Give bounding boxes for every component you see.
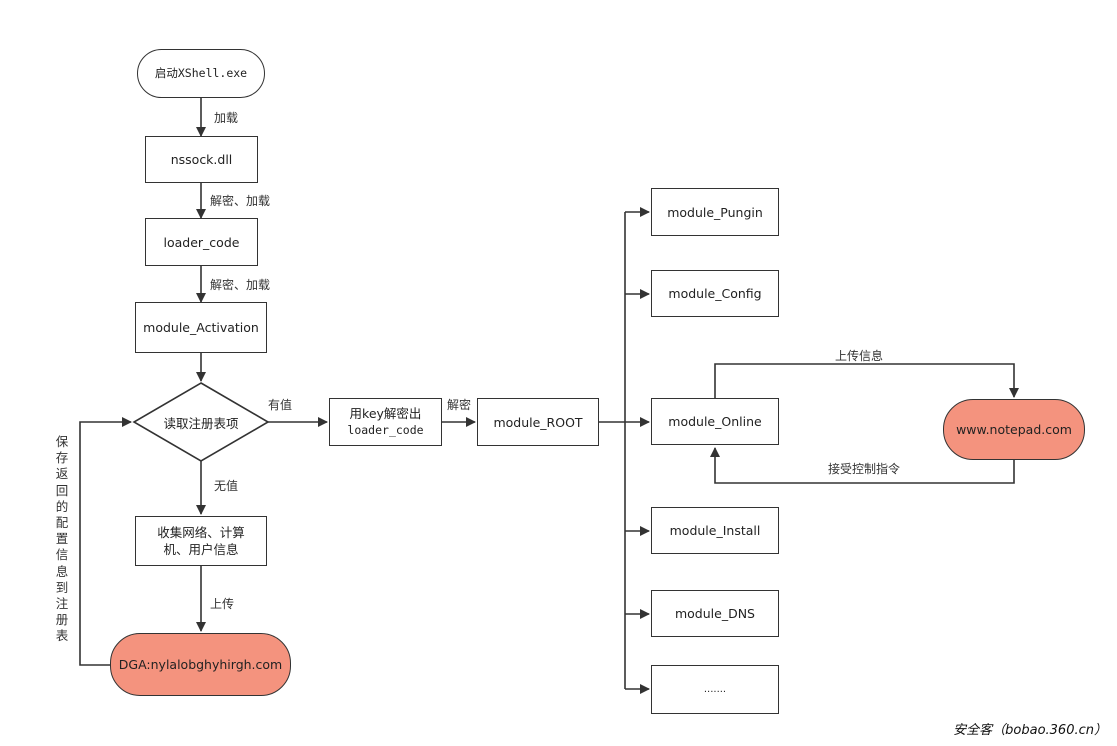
nssock-node: nssock.dll: [145, 136, 258, 183]
edge-label-decrypt-load-2: 解密、加载: [210, 278, 271, 292]
dga-label: DGA:nylalobghyhirgh.com: [118, 657, 283, 672]
decision-diamond: [132, 382, 270, 462]
loader-label: loader_code: [163, 234, 240, 250]
root-node: module_ROOT: [477, 398, 599, 446]
root-label: module_ROOT: [493, 414, 583, 430]
loader-node: loader_code: [145, 218, 258, 266]
edge-label-has-value: 有值: [268, 398, 293, 412]
arrow-notepad-to-online: [710, 447, 1015, 484]
notepad-node: www.notepad.com: [943, 399, 1085, 460]
decrypt-key-node: 用key解密出 loader_code: [329, 398, 442, 446]
install-label: module_Install: [669, 523, 761, 538]
install-node: module_Install: [651, 507, 779, 554]
watermark-text: 安全客（bobao.360.cn）: [953, 723, 1107, 738]
pungin-node: module_Pungin: [651, 188, 779, 236]
decrypt-key-label-line1: 用key解密出: [349, 406, 422, 421]
arrow-online-to-notepad: [714, 363, 1019, 398]
edge-label-upload: 上传: [210, 597, 235, 611]
collect-node: 收集网络、计算 机、用户信息: [135, 516, 267, 566]
dns-label: module_DNS: [674, 606, 755, 621]
edge-label-load: 加载: [214, 111, 239, 125]
edge-label-receive-cmd: 接受控制指令: [828, 462, 901, 476]
read-registry-label: 读取注册表项: [163, 415, 239, 431]
edge-label-decrypt-load-1: 解密、加载: [210, 194, 271, 208]
decrypt-key-label-line2: loader_code: [347, 423, 424, 437]
collect-label-line1: 收集网络、计算: [157, 525, 245, 540]
edge-label-decrypt: 解密: [447, 398, 472, 412]
start-label: 启动XShell.exe: [154, 66, 248, 80]
dns-node: module_DNS: [651, 590, 779, 637]
online-label: module_Online: [668, 414, 762, 429]
more-node: .......: [651, 665, 779, 714]
notepad-label: www.notepad.com: [956, 422, 1072, 437]
collect-label-line2: 机、用户信息: [163, 542, 239, 557]
edge-label-no-value: 无值: [214, 479, 239, 493]
dga-node: DGA:nylalobghyhirgh.com: [110, 633, 291, 696]
nssock-label: nssock.dll: [170, 152, 233, 167]
start-node: 启动XShell.exe: [137, 49, 265, 98]
config-label: module_Config: [668, 286, 762, 301]
activation-node: module_Activation: [135, 302, 267, 353]
edge-label-upload-info: 上传信息: [835, 349, 884, 363]
online-node: module_Online: [651, 398, 779, 445]
pungin-label: module_Pungin: [667, 204, 763, 220]
more-label: .......: [703, 684, 727, 695]
config-node: module_Config: [651, 270, 779, 317]
arrow-dga-loop-to-diamond: [79, 417, 132, 666]
activation-label: module_Activation: [143, 320, 259, 335]
edge-label-save-config: 保存返回的配置信息到注册表: [55, 434, 69, 644]
